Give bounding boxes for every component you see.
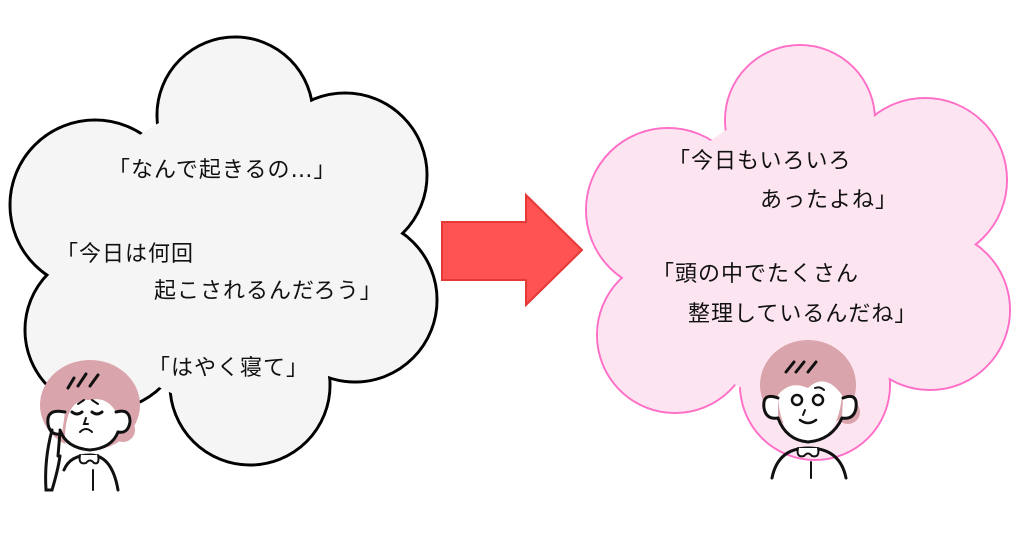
left-thought-line-3: 起こされるんだろう」 [154,279,383,304]
left-thought-line-1: 「なんで起きるの…」 [108,158,337,183]
right-thought-line-1: 「今日もいろいろ [668,149,852,174]
right-arrow-icon [441,192,584,308]
right-thought-line-3: 「頭の中でたくさん [652,262,860,287]
right-thought-line-2: あったよね」 [760,188,899,213]
left-thought-line-2: 「今日は何回 [56,242,195,267]
right-thought-line-4: 整理しているんだね」 [688,302,918,327]
left-thought-cloud [8,35,439,467]
left-thought-line-4: 「はやく寝て」 [148,356,310,381]
smiling-person-icon [760,340,860,480]
tired-person-icon [40,360,140,492]
